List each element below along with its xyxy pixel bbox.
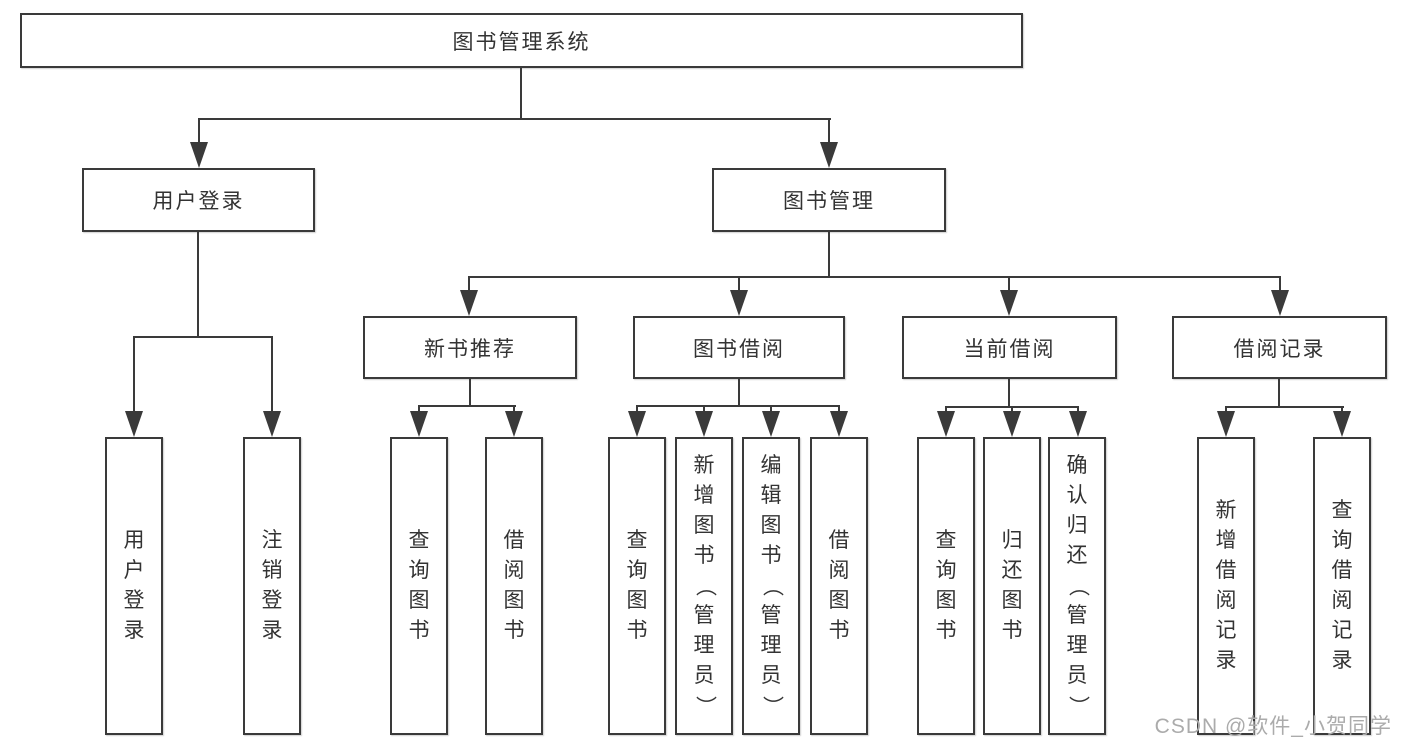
arrow-down-icon bbox=[937, 411, 955, 437]
arrow-down-icon bbox=[263, 411, 281, 437]
connector-line bbox=[838, 405, 840, 415]
csdn-watermark: CSDN @软件_小贺同学 bbox=[1154, 715, 1392, 738]
arrow-down-icon bbox=[628, 411, 646, 437]
node-label: 图书管理 bbox=[783, 190, 875, 213]
connector-line bbox=[1008, 276, 1010, 294]
leaf-logout-login: 注销登录 bbox=[243, 437, 301, 735]
connector-line bbox=[1077, 406, 1079, 415]
arrow-down-icon bbox=[830, 411, 848, 437]
connector-line bbox=[197, 232, 199, 336]
node-label: 借阅记录 bbox=[1233, 337, 1326, 361]
connector-line bbox=[418, 405, 516, 407]
node-user-login: 用户登录 bbox=[82, 168, 315, 232]
connector-line bbox=[738, 379, 740, 405]
arrow-down-icon bbox=[460, 290, 478, 316]
connector-line bbox=[133, 336, 273, 338]
leaf-query-borrow-record: 查询借阅记录 bbox=[1313, 437, 1371, 735]
connector-line bbox=[513, 405, 515, 415]
connector-line bbox=[1225, 406, 1344, 408]
connector-line bbox=[469, 379, 471, 405]
connector-line bbox=[520, 68, 522, 118]
connector-line bbox=[198, 118, 831, 120]
arrow-down-icon bbox=[820, 142, 838, 168]
node-library-management-system: 图书管理系统 bbox=[20, 13, 1023, 68]
arrow-down-icon bbox=[1000, 290, 1018, 316]
node-new-book-recommend: 新书推荐 bbox=[363, 316, 577, 379]
node-current-borrow: 当前借阅 bbox=[902, 316, 1117, 379]
connector-line bbox=[468, 276, 1281, 278]
connector-line bbox=[738, 276, 740, 294]
arrow-down-icon bbox=[730, 290, 748, 316]
leaf-user-login: 用户登录 bbox=[105, 437, 163, 735]
node-label: 图书管理系统 bbox=[452, 30, 591, 54]
connector-line bbox=[1278, 379, 1280, 406]
connector-line bbox=[828, 232, 830, 276]
arrow-down-icon bbox=[1069, 411, 1087, 437]
leaf-add-books-admin: 新增图书（管理员） bbox=[675, 437, 733, 735]
connector-line bbox=[418, 405, 420, 415]
leaf-query-books-recommend: 查询图书 bbox=[390, 437, 448, 735]
arrow-down-icon bbox=[1333, 411, 1351, 437]
connector-line bbox=[636, 405, 638, 415]
connector-line bbox=[198, 118, 200, 144]
connector-line bbox=[271, 336, 273, 413]
arrow-down-icon bbox=[1217, 411, 1235, 437]
leaf-query-books-current: 查询图书 bbox=[917, 437, 975, 735]
node-book-borrow: 图书借阅 bbox=[633, 316, 845, 379]
leaf-edit-books-admin: 编辑图书（管理员） bbox=[742, 437, 800, 735]
arrow-down-icon bbox=[1003, 411, 1021, 437]
node-label: 当前借阅 bbox=[963, 337, 1056, 361]
leaf-confirm-return-admin: 确认归还（管理员） bbox=[1048, 437, 1106, 735]
leaf-borrow-books: 借阅图书 bbox=[810, 437, 868, 735]
node-label: 图书借阅 bbox=[693, 337, 785, 361]
node-label: 新书推荐 bbox=[424, 337, 516, 361]
arrow-down-icon bbox=[505, 411, 523, 437]
connector-line bbox=[770, 405, 772, 415]
arrow-down-icon bbox=[762, 411, 780, 437]
node-book-management: 图书管理 bbox=[712, 168, 946, 232]
leaf-add-borrow-record: 新增借阅记录 bbox=[1197, 437, 1255, 735]
connector-line bbox=[636, 405, 840, 407]
arrow-down-icon bbox=[125, 411, 143, 437]
connector-line bbox=[1279, 276, 1281, 294]
connector-line bbox=[1008, 379, 1010, 406]
leaf-return-books: 归还图书 bbox=[983, 437, 1041, 735]
connector-line bbox=[1225, 406, 1227, 415]
connector-line bbox=[828, 118, 830, 144]
node-borrow-records: 借阅记录 bbox=[1172, 316, 1387, 379]
connector-line bbox=[133, 336, 135, 413]
connector-line bbox=[945, 406, 947, 415]
node-label: 用户登录 bbox=[152, 190, 245, 213]
connector-line bbox=[1011, 406, 1013, 415]
leaf-query-books-borrow: 查询图书 bbox=[608, 437, 666, 735]
arrow-down-icon bbox=[1271, 290, 1289, 316]
arrow-down-icon bbox=[695, 411, 713, 437]
connector-line bbox=[468, 276, 470, 294]
connector-line bbox=[1341, 406, 1343, 415]
leaf-borrow-books-recommend: 借阅图书 bbox=[485, 437, 543, 735]
arrow-down-icon bbox=[410, 411, 428, 437]
connector-line bbox=[703, 405, 705, 415]
arrow-down-icon bbox=[190, 142, 208, 168]
